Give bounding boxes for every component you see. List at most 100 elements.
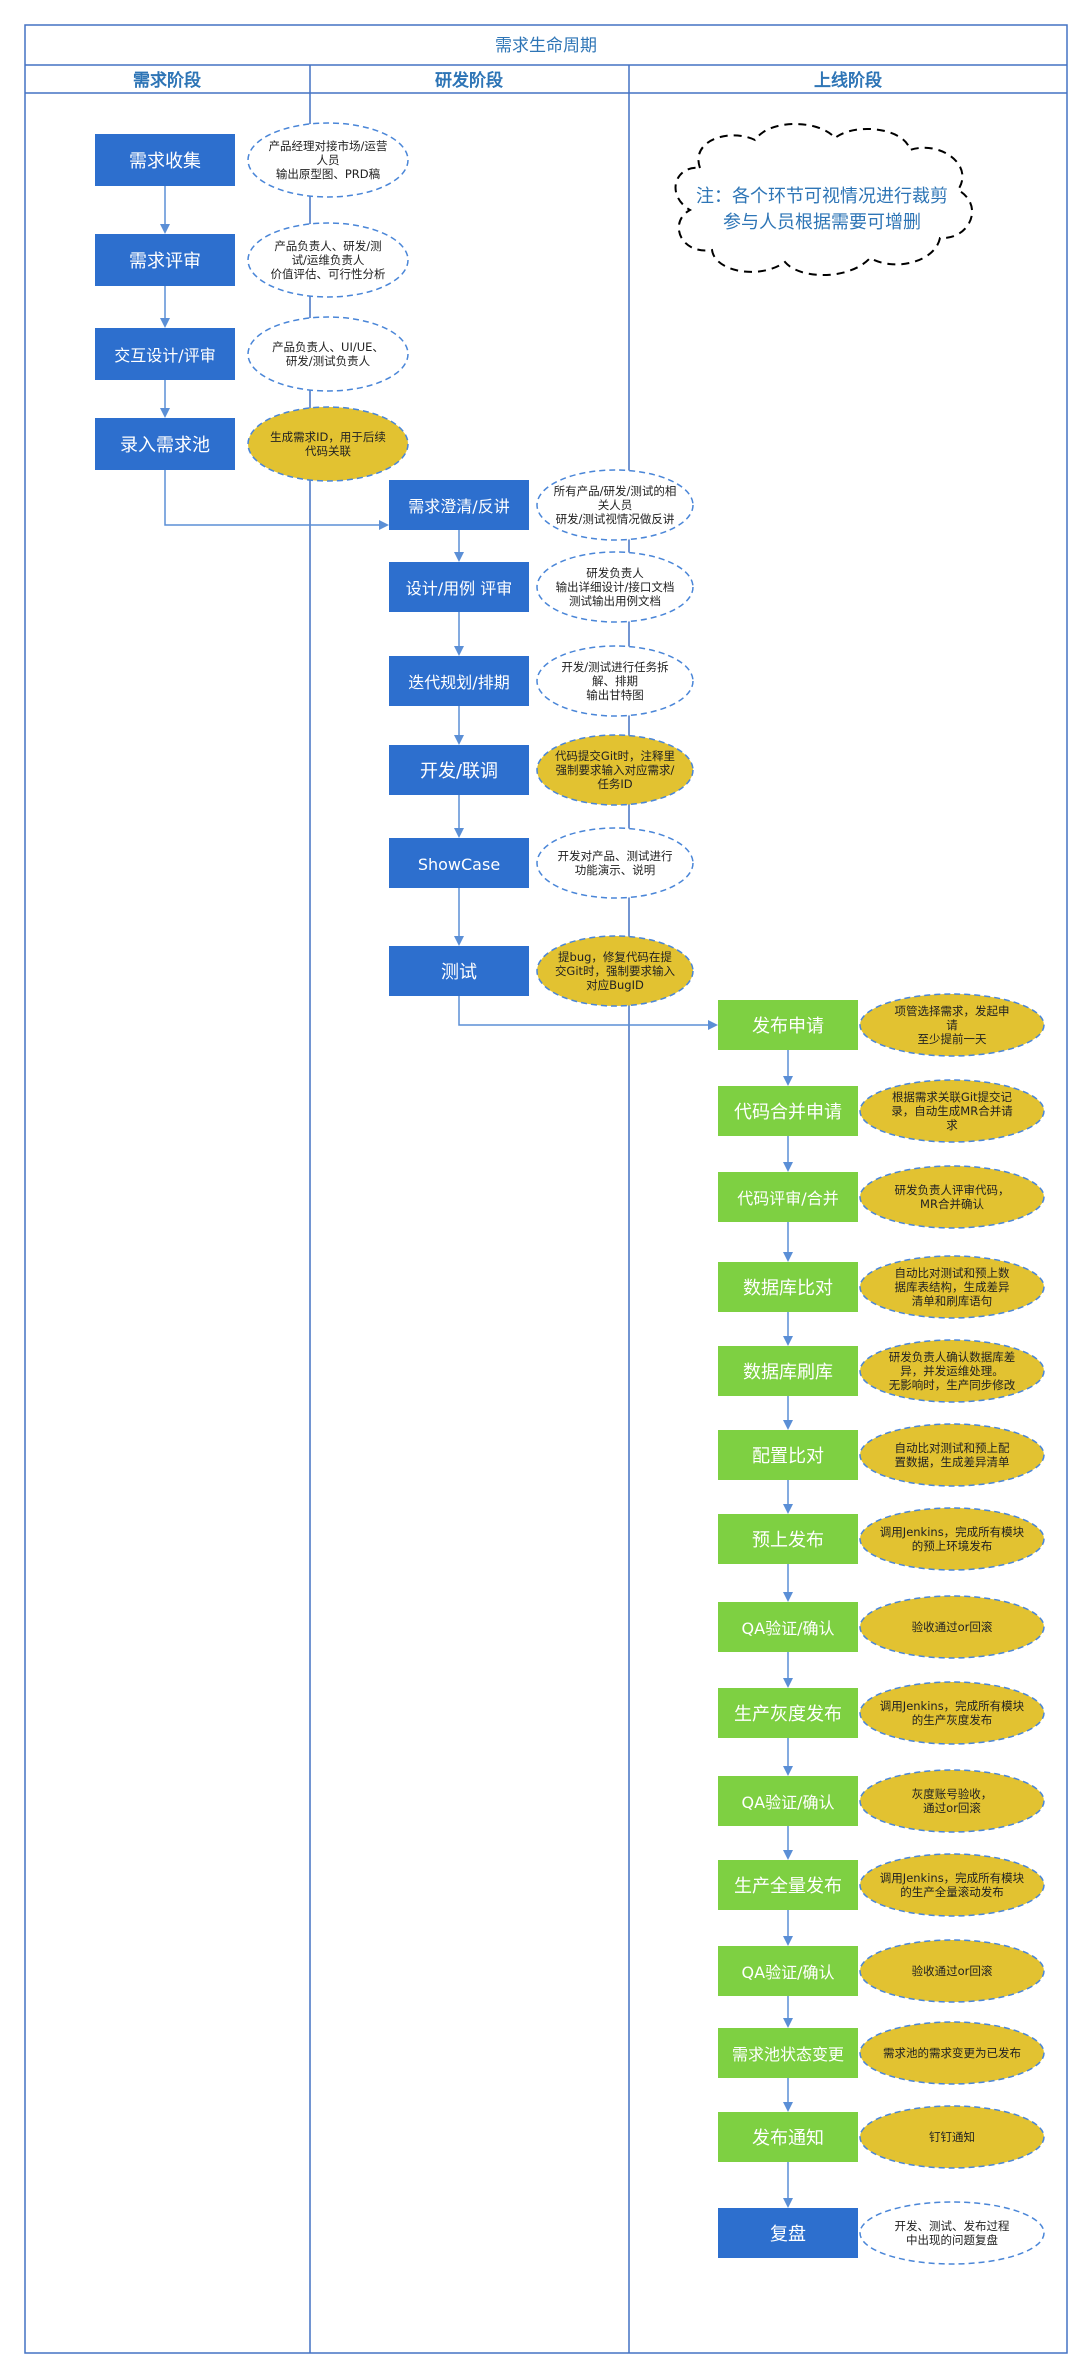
stage1-step-3-rect: [95, 328, 235, 380]
stage2-note-3-text-2: 输出甘特图: [586, 688, 644, 702]
cloud-note: 注：各个环节可视情况进行裁剪 参与人员根据需要可增删: [674, 123, 973, 277]
stage3-note-10-shape: [859, 1769, 1045, 1833]
stage2-step-3-rect: [389, 656, 529, 706]
stage3-note-4-text-0: 自动比对测试和预上数: [895, 1266, 1010, 1280]
stage1-step-3-label: 交互设计/评审: [114, 346, 215, 365]
stage3-step-10: QA验证/确认: [718, 1776, 858, 1826]
stage3-step-11-rect: [718, 1860, 858, 1910]
stage3-note-10: 灰度账号验收，通过or回滚: [859, 1769, 1045, 1833]
stage3-note-7-shape: [859, 1507, 1045, 1571]
stage3-step-11-label: 生产全量发布: [734, 1876, 842, 1897]
stage3-note-4-text-1: 据库表结构，生成差异: [895, 1280, 1010, 1294]
stage1-step-4: 录入需求池: [95, 418, 235, 470]
stage3-note-3-text-0: 研发负责人评审代码，: [895, 1183, 1010, 1197]
stage2-note-4-text-0: 代码提交Git时，注释里: [555, 749, 675, 763]
stage2-step-1: 需求澄清/反讲: [389, 480, 529, 530]
stage3-step-11: 生产全量发布: [718, 1860, 858, 1910]
stage3-note-8-shape: [859, 1595, 1045, 1659]
stage3-step-3-label: 代码评审/合并: [737, 1189, 838, 1208]
stage3-step-9-rect: [718, 1688, 858, 1738]
stage3-note-5-text-1: 异，并发运维处理。: [900, 1364, 1004, 1378]
stage2-note-3-shape: [536, 645, 694, 717]
stage3-note-3-shape: [859, 1165, 1045, 1229]
stage1-note-3: 产品负责人、UI/UE、研发/测试负责人: [247, 316, 409, 392]
stage1-note-1-text-1: 人员: [317, 153, 340, 167]
stage3-note-14-shape: [859, 2105, 1045, 2169]
stage3-note-6-shape: [859, 1423, 1045, 1487]
stage3-note-13-shape: [859, 2021, 1045, 2085]
stage1-note-1-text-0: 产品经理对接市场/运营: [269, 139, 388, 153]
stage3-note-1-text-1: 请: [946, 1018, 958, 1032]
stage1-step-3: 交互设计/评审: [95, 328, 235, 380]
stage3-note-1-text-2: 至少提前一天: [918, 1032, 987, 1046]
stage2-note-4-text-2: 任务ID: [597, 777, 632, 791]
stage1-step-1: 需求收集: [95, 134, 235, 186]
stage2-note-6-text-2: 对应BugID: [586, 978, 644, 992]
stage3-step-1: 发布申请: [718, 1000, 858, 1050]
stage1-note-1-text-2: 输出原型图、PRD稿: [276, 167, 380, 181]
stage2-note-5-text-0: 开发对产品、测试进行: [558, 849, 673, 863]
stage3-step-3-rect: [718, 1172, 858, 1222]
stage3-step-15-rect: [718, 2208, 858, 2258]
stage3-step-8: QA验证/确认: [718, 1602, 858, 1652]
stage2-note-4-text-1: 强制要求输入对应需求/: [556, 763, 675, 777]
stage2-step-2: 设计/用例 评审: [389, 562, 529, 612]
stage2-note-2-shape: [536, 551, 694, 623]
stage3-step-7: 预上发布: [718, 1514, 858, 1564]
stage2-step-2-label: 设计/用例 评审: [406, 579, 512, 598]
stage2-note-3-text-0: 开发/测试进行任务拆: [561, 660, 668, 674]
stage3-step-5: 数据库刷库: [718, 1346, 858, 1396]
stage3-step-2-rect: [718, 1086, 858, 1136]
stage3-note-5-text-0: 研发负责人确认数据库差: [889, 1350, 1016, 1364]
lane-header-development: 研发阶段: [435, 70, 503, 91]
stage3-step-13-label: 需求池状态变更: [732, 2045, 844, 2064]
stage1-note-2-text-2: 价值评估、可行性分析: [271, 267, 386, 281]
stage3-note-3: 研发负责人评审代码，MR合并确认: [859, 1165, 1045, 1229]
stage3-step-4: 数据库比对: [718, 1262, 858, 1312]
stage3-step-8-label: QA验证/确认: [742, 1619, 835, 1638]
stage3-step-6-label: 配置比对: [752, 1446, 824, 1467]
stage3-note-13-text-0: 需求池的需求变更为已发布: [883, 2046, 1021, 2060]
stage2-note-5-shape: [536, 827, 694, 899]
stage1-step-2-rect: [95, 234, 235, 286]
stage2-note-2-text-0: 研发负责人: [586, 566, 644, 580]
stage2-note-4-shape: [536, 734, 694, 806]
stage3-note-11-text-0: 调用Jenkins，完成所有模块: [880, 1871, 1025, 1885]
stage3-note-4-text-2: 清单和刷库语句: [912, 1294, 993, 1308]
stage2-note-6-text-0: 提bug，修复代码在提: [558, 950, 672, 964]
diagram-frame: [24, 24, 1068, 2354]
stage2-note-3-text-1: 解、排期: [592, 674, 638, 688]
stage2-note-1-text-0: 所有产品/研发/测试的相: [554, 484, 677, 498]
stage1-note-4-text-1: 代码关联: [305, 444, 351, 458]
stage3-note-8: 验收通过or回滚: [859, 1595, 1045, 1659]
stage2-step-6-rect: [389, 946, 529, 996]
stage3-note-13: 需求池的需求变更为已发布: [859, 2021, 1045, 2085]
stage3-note-14: 钉钉通知: [859, 2105, 1045, 2169]
stage1-step-4-label: 录入需求池: [120, 435, 210, 456]
stage3-note-3-text-1: MR合并确认: [920, 1197, 984, 1211]
stage3-step-2-label: 代码合并申请: [734, 1102, 842, 1123]
connector-stage2-to-stage3: [458, 996, 718, 1030]
stage2-note-1-text-1: 关人员: [598, 498, 633, 512]
stage3-step-2: 代码合并申请: [718, 1086, 858, 1136]
stage3-step-13: 需求池状态变更: [718, 2028, 858, 2078]
stage1-note-2-shape: [247, 222, 409, 298]
stage3-step-10-rect: [718, 1776, 858, 1826]
stage1-note-2-text-1: 试/运维负责人: [292, 253, 365, 267]
stage3-note-8-text-0: 验收通过or回滚: [912, 1620, 993, 1634]
stage1-step-2-label: 需求评审: [129, 251, 201, 272]
stage1-note-4-text-0: 生成需求ID，用于后续: [270, 430, 386, 444]
